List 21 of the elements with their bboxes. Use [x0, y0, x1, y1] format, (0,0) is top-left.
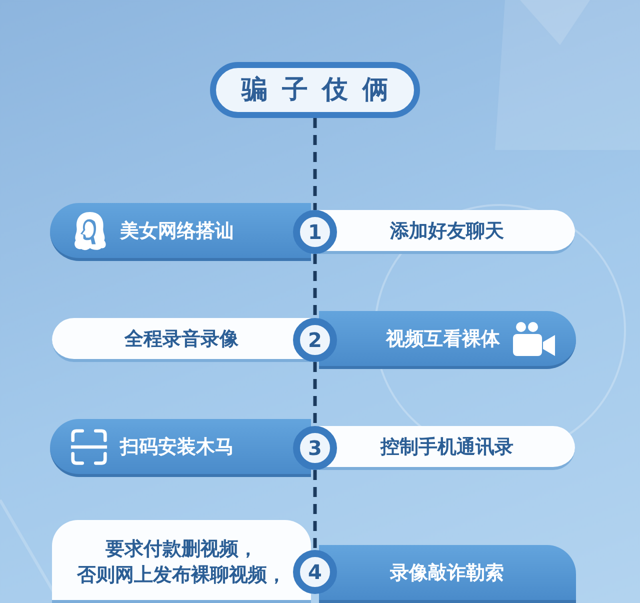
- step-text: 全程录音录像: [124, 326, 238, 352]
- step-number: 1: [308, 219, 322, 245]
- step-pill: [319, 426, 575, 470]
- dashed-line: [313, 118, 317, 210]
- step-number: 4: [308, 559, 322, 585]
- step-pill: [52, 318, 311, 362]
- title-text: 骗子伎俩: [240, 77, 403, 103]
- step-number: 3: [308, 435, 322, 461]
- step-text: 添加好友聊天: [390, 218, 504, 244]
- step-number: 2: [308, 327, 322, 353]
- step-text: 控制手机通讯录: [380, 434, 514, 460]
- dashed-line: [313, 362, 317, 426]
- step-text: 视频互看裸体: [386, 326, 500, 352]
- dashed-line: [313, 470, 317, 550]
- step-pill: [319, 545, 576, 603]
- dashed-line: [313, 254, 317, 318]
- step-text: 要求付款删视频，否则网上发布裸聊视频，: [77, 537, 286, 588]
- step-pill: [319, 210, 575, 254]
- step-text: 录像敲诈勒索: [390, 560, 504, 586]
- step-text: 美女网络搭讪: [120, 218, 234, 244]
- step-text: 扫码安装木马: [120, 434, 234, 460]
